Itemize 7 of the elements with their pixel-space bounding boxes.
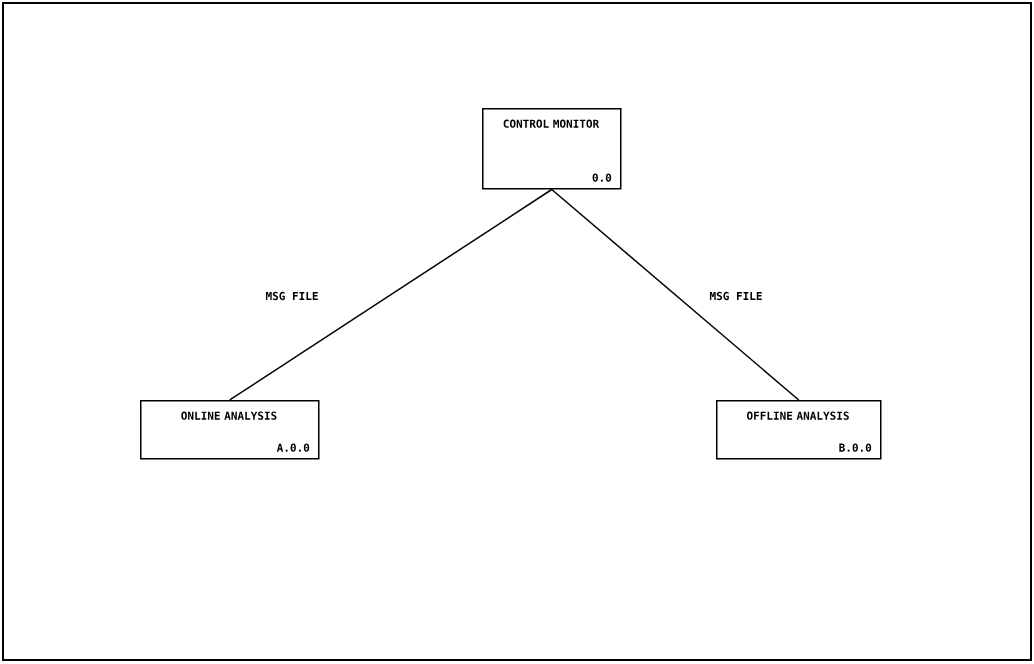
edge-label: MSG FILE [707, 289, 765, 303]
process-box: ONLINE ANALYSIS A.0.0 [140, 400, 320, 460]
connector-line [229, 188, 553, 401]
process-box: CONTROL MONITOR 0.0 [482, 108, 622, 190]
edge-label: MSG FILE [263, 289, 321, 303]
process-box: OFFLINE ANALYSIS B.0.0 [716, 400, 882, 460]
connector-line [551, 188, 800, 401]
